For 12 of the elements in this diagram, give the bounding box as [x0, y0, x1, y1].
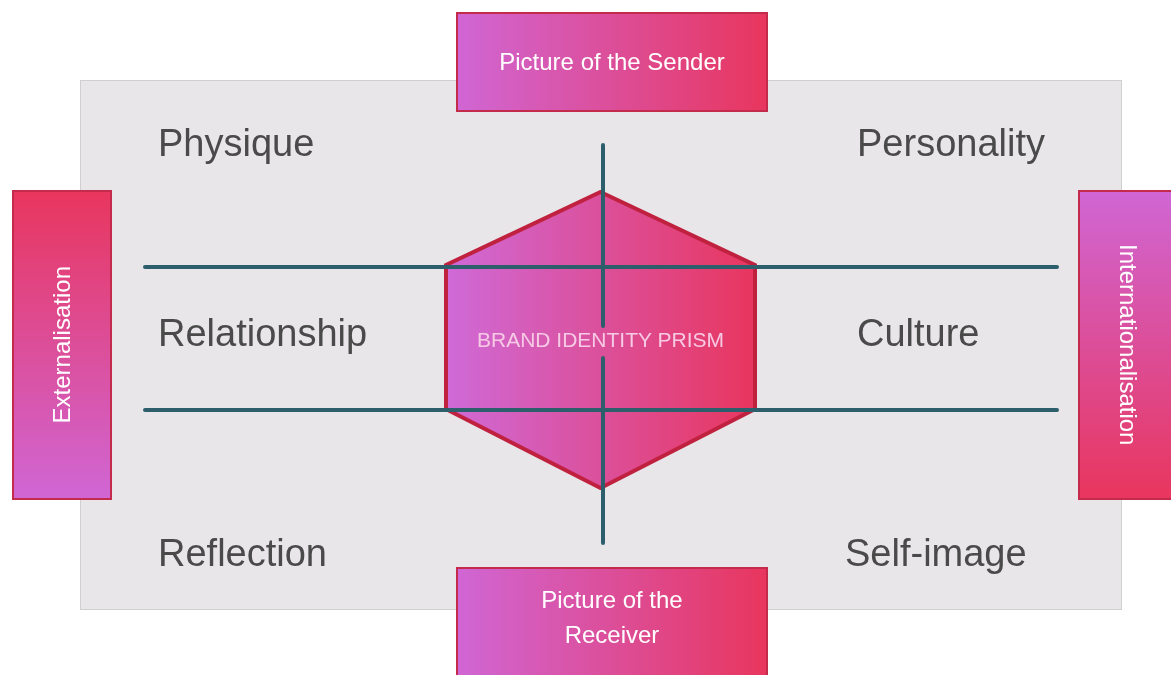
- vertical-label-box: Externalisation: [12, 190, 112, 500]
- hexagon: [444, 190, 757, 490]
- vertical-label-box: Internationalisation: [1078, 190, 1171, 500]
- facet-label: Reflection: [158, 532, 327, 575]
- facet-label: Physique: [158, 122, 315, 165]
- label-box: Picture of the Receiver: [456, 567, 768, 675]
- prism-title: BRAND IDENTITY PRISM: [477, 328, 724, 352]
- facet-label: Culture: [857, 312, 980, 355]
- facet-label: Personality: [857, 122, 1045, 165]
- facet-label: Self-image: [845, 532, 1027, 575]
- facet-label: Relationship: [158, 312, 368, 355]
- label-box: Picture of the Sender: [456, 12, 768, 112]
